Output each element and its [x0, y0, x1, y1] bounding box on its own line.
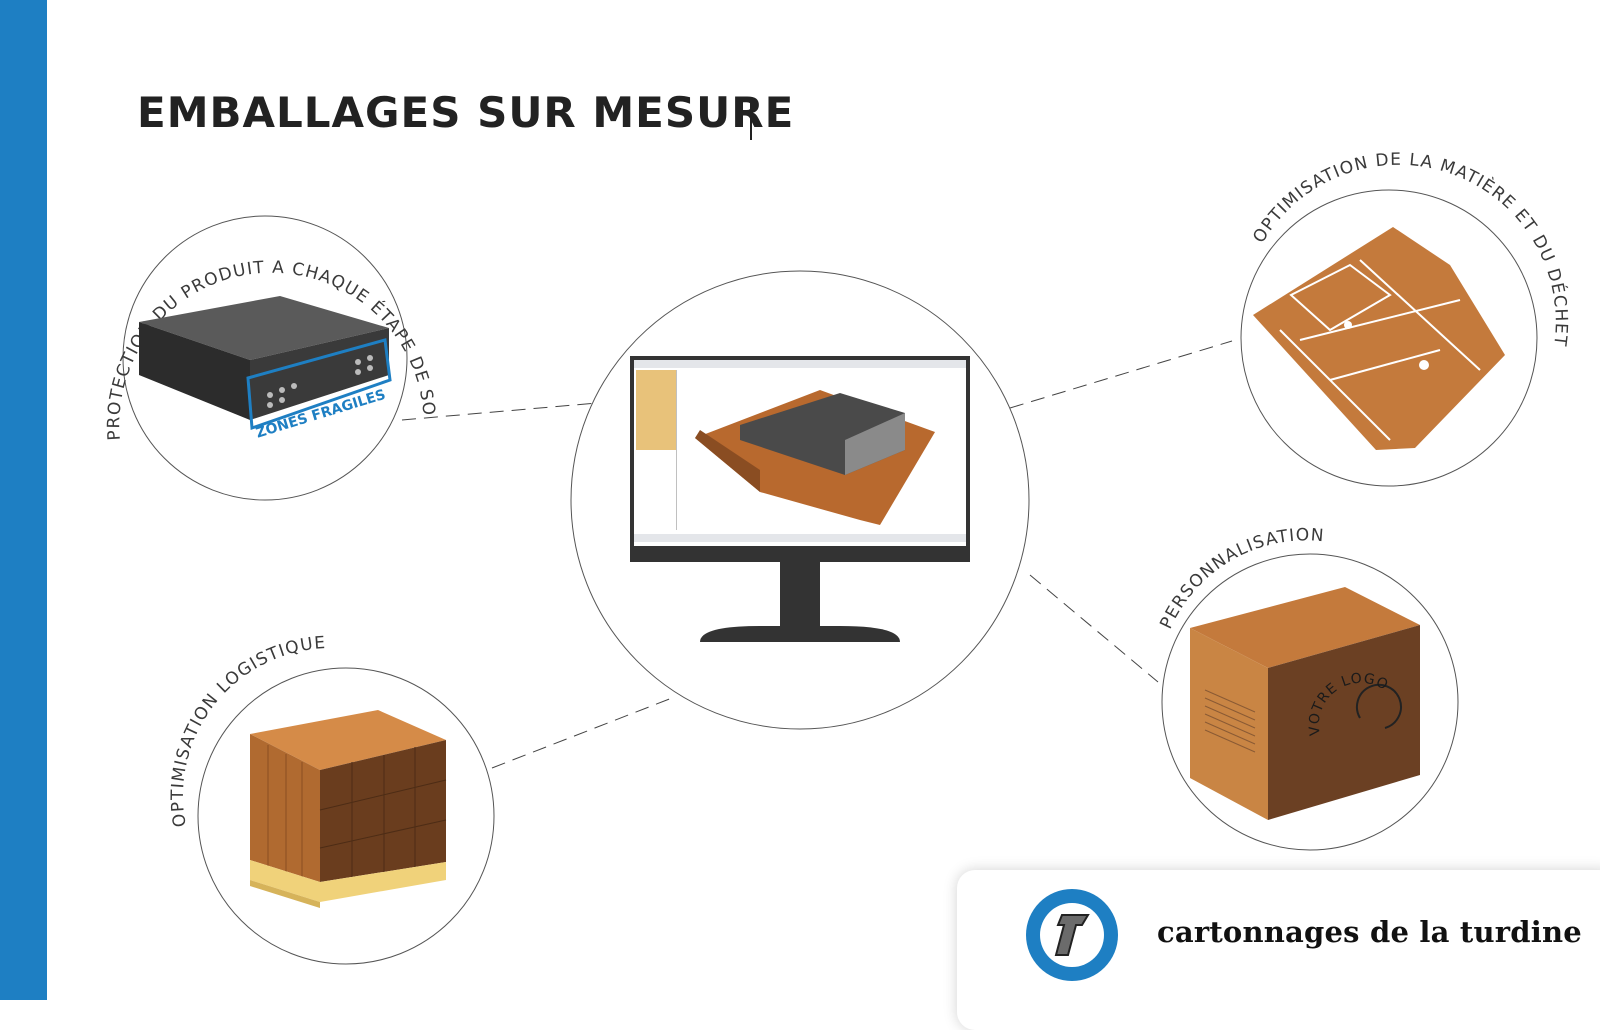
protection-circle	[122, 215, 408, 501]
diagram: PROTECTION DU PRODUIT A CHAQUE ÉTAPE DE …	[0, 0, 1570, 965]
device-icon	[139, 296, 392, 431]
brand-logo-icon	[1026, 889, 1118, 981]
matiere-circle	[1240, 189, 1538, 487]
box-icon	[1190, 587, 1420, 820]
pallet-icon	[250, 710, 447, 908]
personnalisation-circle	[1161, 553, 1459, 851]
connector-lines	[401, 340, 1233, 769]
brand-name: cartonnages de la turdine	[1157, 915, 1582, 949]
accent-sidebar	[0, 0, 47, 1000]
center-circle	[570, 270, 1030, 730]
die-cut-icon	[1253, 227, 1505, 450]
logistique-circle	[197, 667, 495, 965]
page-title: EMBALLAGES SUR MESURE	[137, 88, 795, 137]
monitor-icon	[630, 356, 970, 642]
title-cursor-bar	[750, 98, 752, 140]
